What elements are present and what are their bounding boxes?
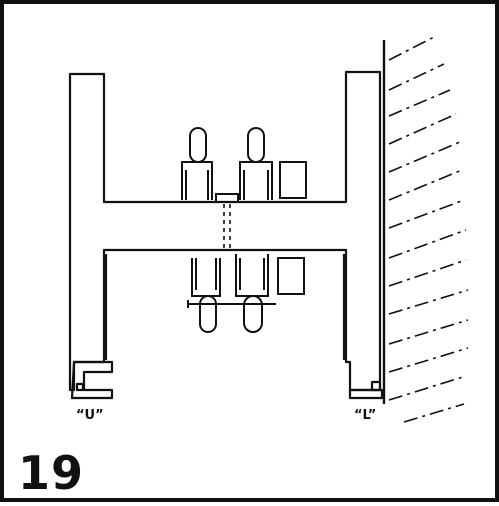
lower-parking <box>187 254 305 333</box>
label-left-u: “U” <box>76 408 104 423</box>
left-foot-profile <box>70 360 114 400</box>
right-foot-profile <box>348 388 384 400</box>
lower-car-1-body <box>199 295 217 333</box>
coupler-block <box>215 193 239 203</box>
label-right-l: “L” <box>354 408 377 423</box>
upper-parking <box>181 127 307 203</box>
right-foot-block <box>370 380 382 392</box>
upper-storage-box <box>279 161 307 199</box>
left-foot-block <box>75 382 85 392</box>
lower-storage-box <box>277 257 305 295</box>
lower-car-2-body <box>243 295 263 333</box>
drawing <box>68 35 469 423</box>
building-outline <box>68 70 382 392</box>
upper-car-2-bay <box>239 161 273 200</box>
figure-number: 19 <box>18 446 85 500</box>
wall-hatching <box>388 35 469 423</box>
upper-car-2-body <box>247 127 265 163</box>
upper-car-1-body <box>189 127 207 163</box>
connection-dashes <box>223 204 231 250</box>
upper-car-1-bay <box>181 161 213 200</box>
